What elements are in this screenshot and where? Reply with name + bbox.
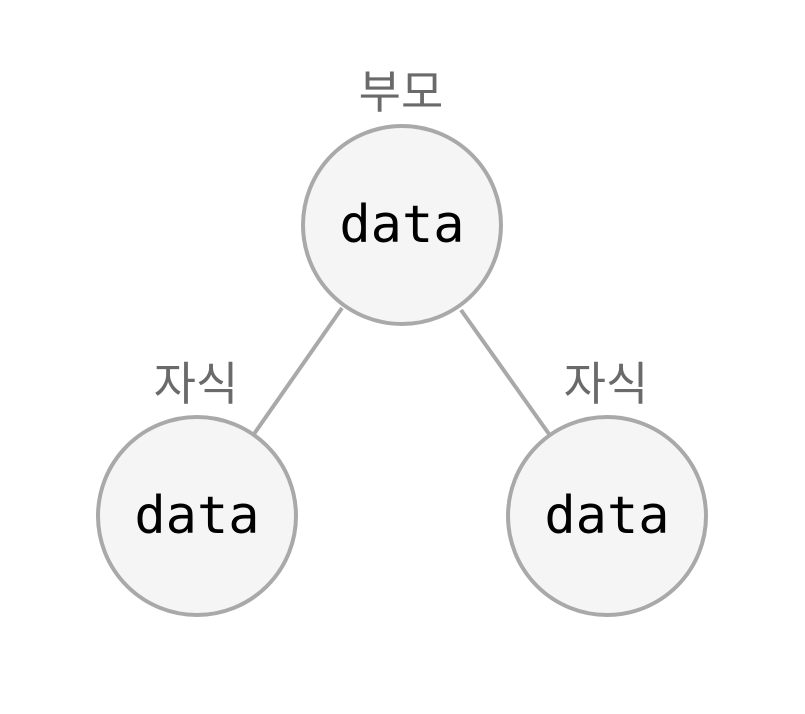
right-child-node: 자식 data (506, 357, 708, 617)
parent-node-circle (301, 124, 503, 326)
edge-parent-to-left-child (252, 306, 344, 436)
left-child-role-label: 자식 (154, 357, 239, 411)
right-child-node-circle (506, 415, 708, 617)
edge-parent-to-right-child (459, 308, 551, 436)
parent-node: 부모 data (301, 65, 503, 326)
parent-role-label: 부모 (359, 65, 444, 119)
left-child-node-circle (96, 415, 298, 617)
left-child-node: 자식 data (96, 357, 298, 617)
left-child-node-value: data (134, 486, 259, 546)
right-child-node-value: data (544, 486, 669, 546)
parent-node-value: data (339, 195, 464, 255)
right-child-role-label: 자식 (564, 357, 649, 411)
